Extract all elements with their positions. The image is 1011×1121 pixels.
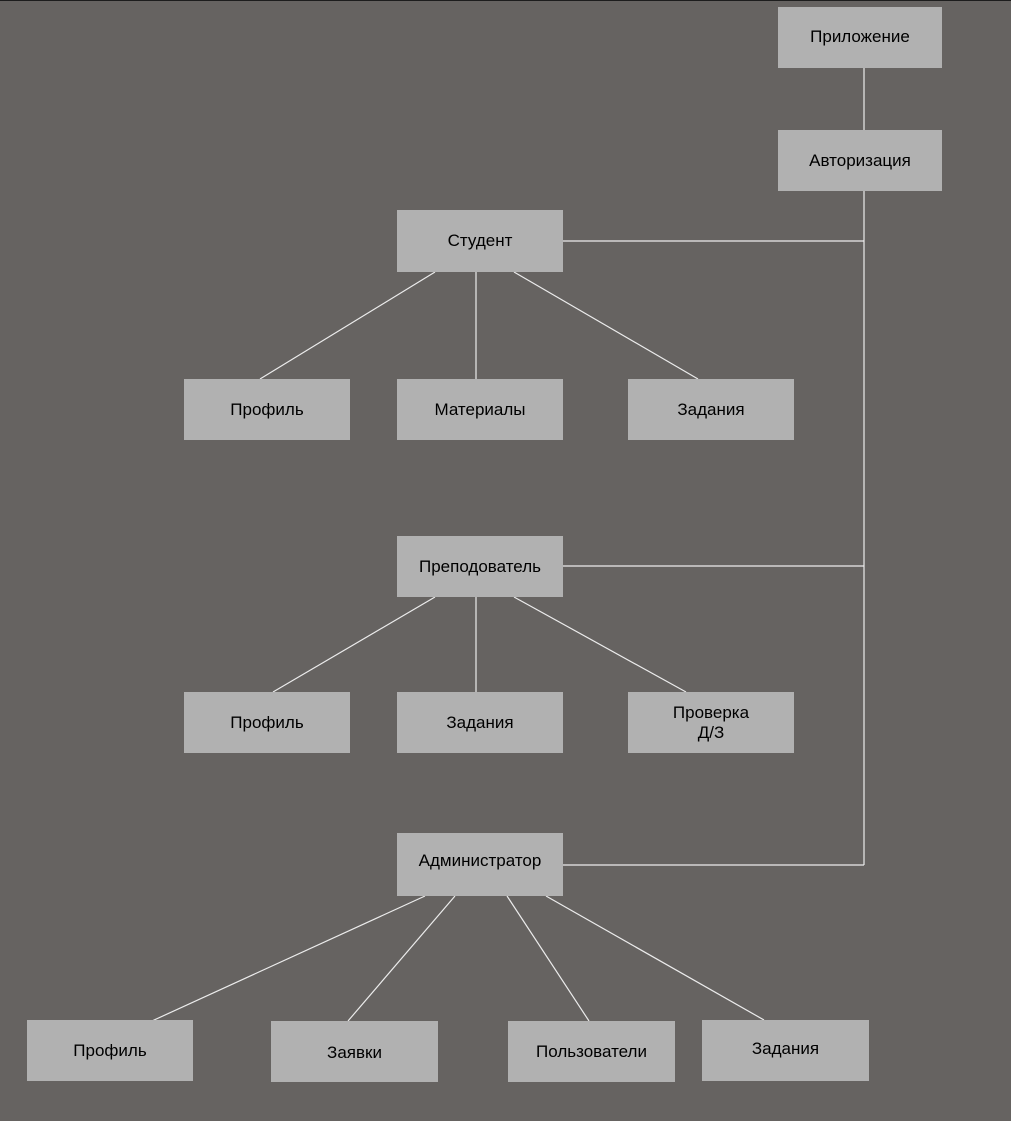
edge-admin-tasks [545, 895, 765, 1021]
node-teacher-profile: Профиль [184, 692, 350, 753]
node-student-profile: Профиль [184, 379, 350, 440]
node-admin-requests: Заявки [271, 1021, 438, 1082]
node-student: Студент [397, 210, 563, 272]
node-teacher-homework-check: Проверка Д/З [628, 692, 794, 753]
node-auth: Авторизация [778, 130, 942, 191]
edge-teacher-homework [513, 596, 687, 693]
edge-student-tasks [513, 271, 699, 380]
node-app: Приложение [778, 7, 942, 68]
edge-admin-users [506, 895, 590, 1022]
node-admin-users: Пользователи [508, 1021, 675, 1082]
node-student-materials: Материалы [397, 379, 563, 440]
edge-admin-profile [140, 895, 426, 1027]
edge-student-profile [259, 271, 436, 380]
node-teacher: Преподователь [397, 536, 563, 597]
edge-teacher-profile [272, 596, 436, 693]
node-student-tasks: Задания [628, 379, 794, 440]
node-teacher-tasks: Задания [397, 692, 563, 753]
node-admin-profile: Профиль [27, 1020, 193, 1081]
edge-admin-requests [347, 895, 456, 1022]
node-admin: Администратор [397, 833, 563, 896]
node-admin-tasks: Задания [702, 1020, 869, 1081]
